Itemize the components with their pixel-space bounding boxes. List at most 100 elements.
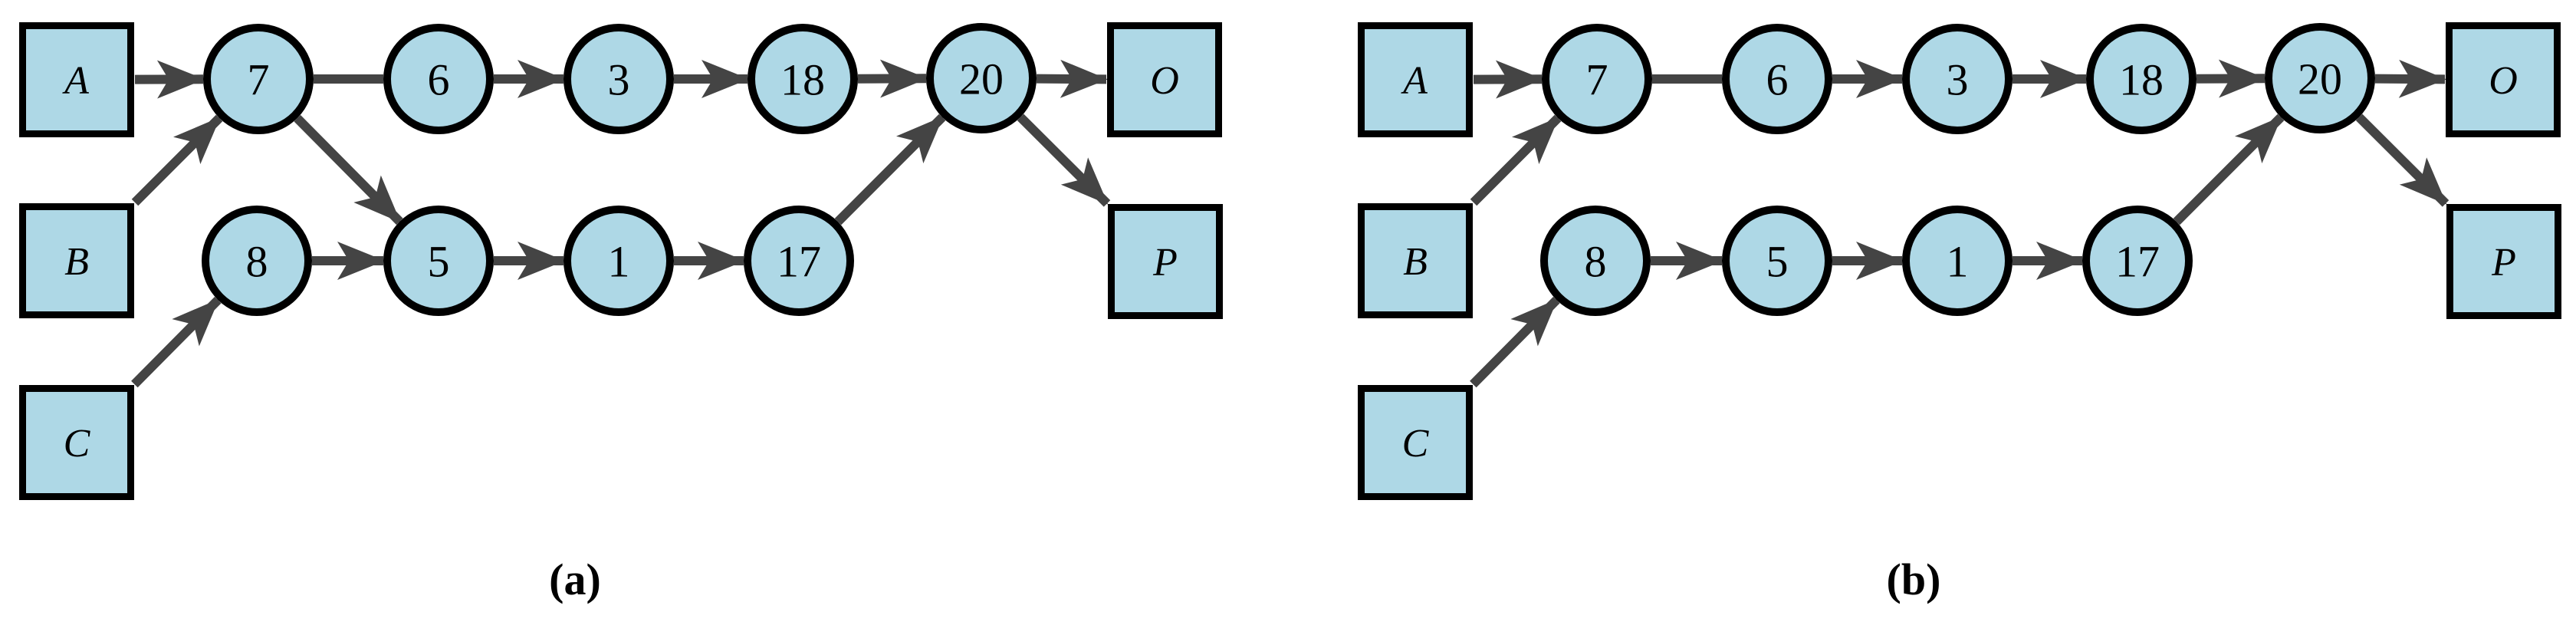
- node-b-P: P: [2446, 204, 2561, 319]
- node-label: A: [62, 59, 89, 103]
- terminal-node-shape: [1107, 22, 1222, 137]
- node-a-5: 5: [383, 206, 494, 316]
- process-node-shape: [1722, 206, 1832, 316]
- edge-b-C-8: [1470, 296, 1560, 388]
- node-b-O: O: [2446, 22, 2561, 137]
- process-node-shape: [202, 206, 312, 316]
- node-b-6: 6: [1722, 24, 1832, 134]
- edge-b-20-P: [2355, 114, 2450, 207]
- edge-a-20-O: [1036, 59, 1108, 98]
- node-a-1: 1: [564, 206, 674, 316]
- node-a-18: 18: [748, 24, 858, 134]
- node-label: P: [2491, 241, 2516, 285]
- node-label: 18: [780, 54, 825, 104]
- edge-b-20-O: [2374, 59, 2446, 98]
- edge-a-C-8: [131, 296, 222, 388]
- process-node-shape: [1902, 24, 2013, 134]
- process-node-shape: [383, 24, 494, 134]
- edge-a-B-7: [131, 114, 223, 206]
- node-label: 17: [2115, 236, 2160, 286]
- node-a-6: 6: [383, 24, 494, 134]
- node-label: 1: [1947, 236, 1969, 286]
- node-a-3: 3: [564, 24, 674, 134]
- node-a-B: B: [19, 203, 134, 318]
- node-label: C: [1402, 422, 1430, 466]
- node-label: 3: [608, 54, 630, 104]
- node-label: 6: [428, 54, 450, 104]
- node-b-20: 20: [2265, 23, 2375, 133]
- node-b-8: 8: [1540, 206, 1651, 316]
- terminal-node-shape: [1358, 203, 1473, 318]
- caption-a: (a): [549, 555, 601, 604]
- edge-a-17-20: [834, 114, 946, 225]
- process-node-shape: [1722, 24, 1832, 134]
- process-node-shape: [926, 23, 1037, 133]
- node-label: O: [1150, 59, 1179, 103]
- node-b-18: 18: [2086, 24, 2196, 134]
- diagram-a: A B C 7 6 3 18 20 O 8 5 1 17 P: [19, 22, 1223, 500]
- node-b-A: A: [1358, 22, 1473, 137]
- node-label: 6: [1766, 54, 1789, 104]
- node-a-O: O: [1107, 22, 1222, 137]
- node-label: 20: [959, 54, 1004, 104]
- node-b-7: 7: [1542, 24, 1652, 134]
- node-label: 3: [1947, 54, 1969, 104]
- node-label: 5: [1766, 236, 1789, 286]
- caption-b: (b): [1886, 555, 1941, 604]
- terminal-node-shape: [1358, 385, 1473, 500]
- node-label: 17: [777, 236, 821, 286]
- terminal-node-shape: [1108, 204, 1223, 319]
- process-node-shape: [383, 206, 494, 316]
- diagram-b: A B C 7 6 3 18 20 O 8 5 1 17 P: [1358, 22, 2561, 500]
- process-node-shape: [1540, 206, 1651, 316]
- process-node-shape: [744, 206, 854, 316]
- edge-b-17-20: [2173, 114, 2285, 225]
- node-label: B: [64, 240, 89, 284]
- process-node-shape: [1902, 206, 2013, 316]
- node-label: 18: [2119, 54, 2164, 104]
- node-b-5: 5: [1722, 206, 1832, 316]
- node-b-17: 17: [2082, 206, 2193, 316]
- node-label: P: [1152, 241, 1178, 285]
- edge-a-20-P: [1017, 114, 1111, 207]
- process-node-shape: [2086, 24, 2196, 134]
- node-label: C: [64, 422, 91, 466]
- terminal-node-shape: [19, 385, 134, 500]
- node-label: 8: [1585, 236, 1607, 286]
- node-label: 20: [2298, 54, 2342, 104]
- node-label: O: [2489, 59, 2518, 103]
- process-node-shape: [564, 24, 674, 134]
- node-label: 7: [1586, 54, 1608, 104]
- node-b-C: C: [1358, 385, 1473, 500]
- terminal-node-shape: [2446, 22, 2561, 137]
- terminal-node-shape: [1358, 22, 1473, 137]
- node-a-20: 20: [926, 23, 1037, 133]
- node-b-3: 3: [1902, 24, 2013, 134]
- process-node-shape: [2082, 206, 2193, 316]
- edge-a-7-5: [294, 114, 403, 225]
- process-node-shape: [2265, 23, 2375, 133]
- node-label: 1: [608, 236, 630, 286]
- terminal-node-shape: [19, 203, 134, 318]
- node-label: B: [1403, 240, 1428, 284]
- node-a-17: 17: [744, 206, 854, 316]
- process-node-shape: [203, 24, 314, 134]
- node-a-A: A: [19, 22, 134, 137]
- terminal-node-shape: [19, 22, 134, 137]
- node-a-C: C: [19, 385, 134, 500]
- terminal-node-shape: [2446, 204, 2561, 319]
- process-node-shape: [1542, 24, 1652, 134]
- node-b-1: 1: [1902, 206, 2013, 316]
- node-label: 7: [248, 54, 270, 104]
- node-b-B: B: [1358, 203, 1473, 318]
- node-label: A: [1401, 59, 1428, 103]
- node-a-8: 8: [202, 206, 312, 316]
- node-a-7: 7: [203, 24, 314, 134]
- node-a-P: P: [1108, 204, 1223, 319]
- edge-b-B-7: [1470, 114, 1562, 206]
- process-node-shape: [564, 206, 674, 316]
- node-label: 8: [246, 236, 268, 286]
- process-node-shape: [748, 24, 858, 134]
